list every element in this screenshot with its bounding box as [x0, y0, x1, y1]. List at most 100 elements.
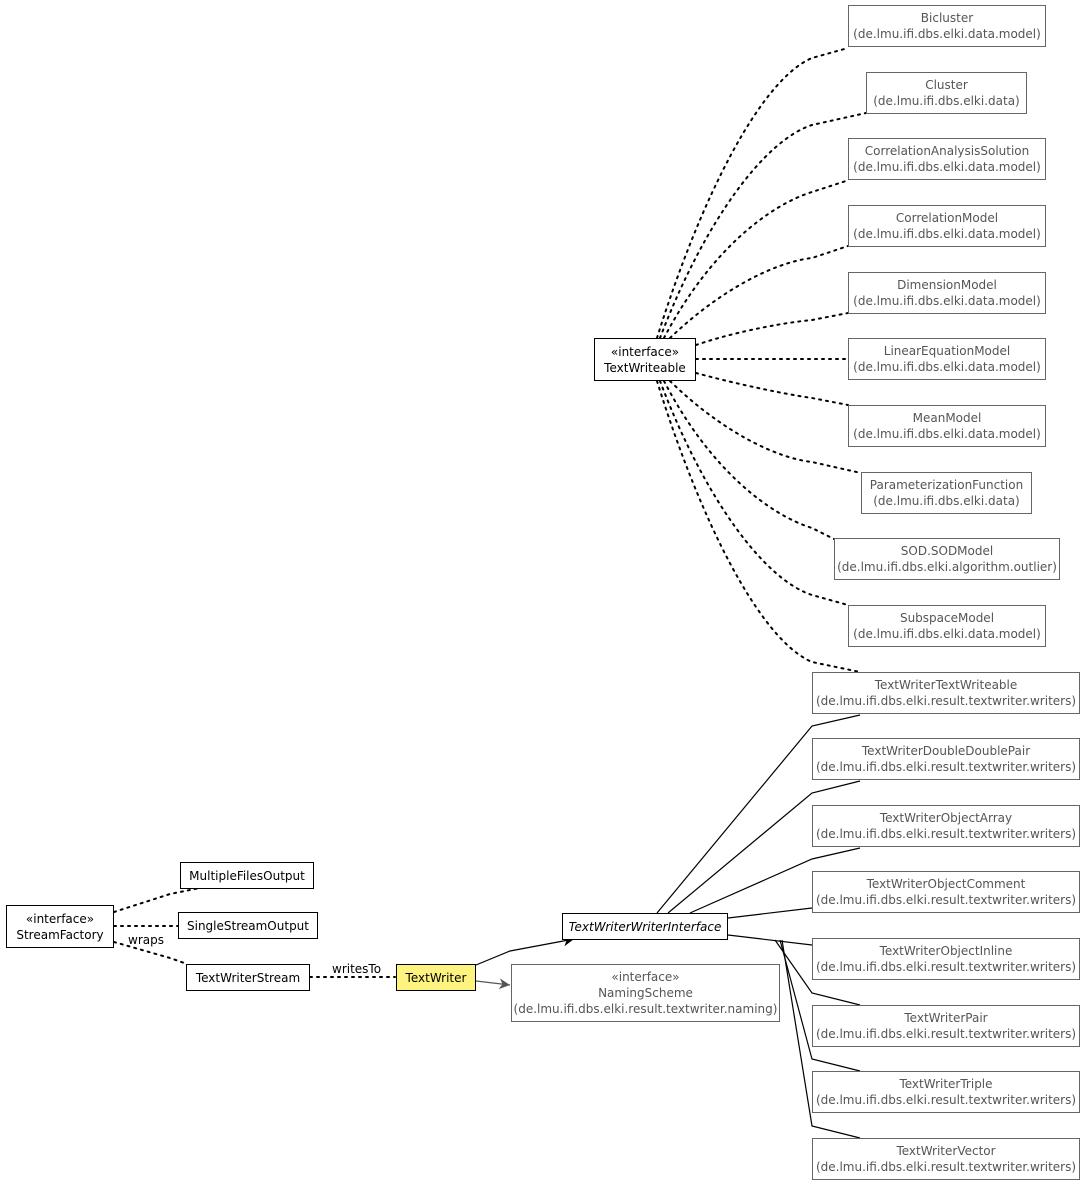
- node-tw-pair[interactable]: TextWriterPair (de.lmu.ifi.dbs.elki.resu…: [812, 1005, 1080, 1047]
- node-package: (de.lmu.ifi.dbs.elki.result.textwriter.w…: [815, 1160, 1077, 1174]
- node-package: (de.lmu.ifi.dbs.elki.result.textwriter.w…: [815, 760, 1077, 774]
- node-name: TextWriterObjectArray: [879, 811, 1013, 825]
- node-name: StreamFactory: [16, 927, 104, 942]
- node-name: TextWriter: [405, 970, 467, 985]
- node-tw-vector[interactable]: TextWriterVector (de.lmu.ifi.dbs.elki.re…: [812, 1138, 1080, 1180]
- node-single-stream-output[interactable]: SingleStreamOutput: [178, 912, 318, 939]
- edge-wraps: [113, 941, 188, 965]
- node-name: SubspaceModel: [899, 611, 995, 625]
- node-name: TextWriterWriterInterface: [568, 919, 722, 934]
- node-stereotype: «interface»: [611, 970, 680, 984]
- node-package: (de.lmu.ifi.dbs.elki.data.model): [853, 627, 1041, 641]
- edge-dimensionmodel-textwriteable: [695, 312, 849, 346]
- node-tw-stream[interactable]: TextWriterStream: [186, 964, 310, 991]
- edge-tw-textwriteable-interface: [656, 714, 861, 914]
- edge-correlationanalysissolution-textwriteable: [663, 179, 850, 339]
- node-parameterization-function[interactable]: ParameterizationFunction (de.lmu.ifi.dbs…: [861, 472, 1032, 514]
- node-package: (de.lmu.ifi.dbs.elki.result.textwriter.w…: [815, 893, 1077, 907]
- edge-tw-objectarray-interface: [689, 847, 861, 914]
- node-package: (de.lmu.ifi.dbs.elki.data.model): [853, 227, 1041, 241]
- node-name: Bicluster: [920, 11, 974, 25]
- node-mean-model[interactable]: MeanModel (de.lmu.ifi.dbs.elki.data.mode…: [848, 405, 1046, 447]
- node-stream-factory[interactable]: «interface» StreamFactory: [6, 905, 114, 948]
- node-name: MultipleFilesOutput: [189, 868, 305, 883]
- node-tw-writer-interface[interactable]: TextWriterWriterInterface: [562, 913, 728, 940]
- node-name: TextWriterPair: [904, 1011, 988, 1025]
- edge-tw-vector-interface: [781, 939, 861, 1139]
- node-name: DimensionModel: [897, 278, 997, 292]
- node-package: (de.lmu.ifi.dbs.elki.result.textwriter.w…: [815, 827, 1077, 841]
- node-name: SOD.SODModel: [900, 544, 994, 558]
- node-name: Cluster: [925, 78, 968, 92]
- node-package: (de.lmu.ifi.dbs.elki.data.model): [853, 27, 1041, 41]
- node-package: (de.lmu.ifi.dbs.elki.data.model): [853, 427, 1041, 441]
- node-name: TextWriterStream: [195, 970, 301, 985]
- node-name: SingleStreamOutput: [187, 918, 309, 933]
- node-naming-scheme[interactable]: «interface» NamingScheme (de.lmu.ifi.dbs…: [511, 964, 780, 1022]
- node-name: TextWriterDoubleDoublePair: [861, 744, 1031, 758]
- node-stereotype: «interface»: [25, 911, 95, 926]
- edge-tw-triple-interface: [779, 939, 861, 1072]
- node-name: TextWriterTriple: [899, 1077, 993, 1091]
- node-correlation-model[interactable]: CorrelationModel (de.lmu.ifi.dbs.elki.da…: [848, 205, 1046, 247]
- node-sod-model[interactable]: SOD.SODModel (de.lmu.ifi.dbs.elki.algori…: [834, 538, 1060, 580]
- node-package: (de.lmu.ifi.dbs.elki.result.textwriter.w…: [815, 694, 1077, 708]
- node-package: (de.lmu.ifi.dbs.elki.data): [873, 94, 1020, 108]
- edge-parameterizationfunction-textwriteable: [669, 380, 862, 474]
- node-bicluster[interactable]: Bicluster (de.lmu.ifi.dbs.elki.data.mode…: [848, 5, 1046, 47]
- edge-textwritertextwriteable-textwriteable: [656, 380, 861, 673]
- node-dimension-model[interactable]: DimensionModel (de.lmu.ifi.dbs.elki.data…: [848, 272, 1046, 314]
- node-package: (de.lmu.ifi.dbs.elki.data.model): [853, 360, 1041, 374]
- node-tw-object-inline[interactable]: TextWriterObjectInline (de.lmu.ifi.dbs.e…: [812, 938, 1080, 980]
- edge-textwriter-namingscheme: [475, 978, 511, 990]
- node-name: TextWriteable: [604, 360, 686, 375]
- node-package: (de.lmu.ifi.dbs.elki.data.model): [853, 294, 1041, 308]
- edge-textwriter-writerinterface: [475, 935, 575, 966]
- node-tw-object-array[interactable]: TextWriterObjectArray (de.lmu.ifi.dbs.el…: [812, 805, 1080, 847]
- node-stereotype: «interface»: [610, 344, 680, 359]
- node-multiple-files-output[interactable]: MultipleFilesOutput: [180, 862, 314, 889]
- node-cluster[interactable]: Cluster (de.lmu.ifi.dbs.elki.data): [866, 72, 1027, 114]
- node-name: NamingScheme: [598, 986, 693, 1000]
- node-subspace-model[interactable]: SubspaceModel (de.lmu.ifi.dbs.elki.data.…: [848, 605, 1046, 647]
- label-wraps: wraps: [128, 933, 164, 947]
- node-name: CorrelationModel: [895, 211, 999, 225]
- edge-tw-objectcomment-interface: [727, 907, 813, 919]
- node-name: ParameterizationFunction: [869, 478, 1024, 492]
- node-name: CorrelationAnalysisSolution: [864, 144, 1030, 158]
- node-name: TextWriterTextWriteable: [874, 678, 1018, 692]
- node-package: (de.lmu.ifi.dbs.elki.data.model): [853, 160, 1041, 174]
- node-package: (de.lmu.ifi.dbs.elki.result.textwriter.w…: [815, 960, 1077, 974]
- edge-streamfactory-multiplefilesoutput: [113, 887, 201, 913]
- node-text-writeable[interactable]: «interface» TextWriteable: [594, 338, 696, 381]
- node-package: (de.lmu.ifi.dbs.elki.result.textwriter.w…: [815, 1093, 1077, 1107]
- edge-tw-doubledoublepair-interface: [667, 780, 861, 914]
- edge-bicluster-textwriteable: [656, 47, 849, 339]
- node-package: (de.lmu.ifi.dbs.elki.result.textwriter.w…: [815, 1027, 1077, 1041]
- node-linear-equation-model[interactable]: LinearEquationModel (de.lmu.ifi.dbs.elki…: [848, 338, 1046, 380]
- node-name: LinearEquationModel: [883, 344, 1011, 358]
- node-tw-object-comment[interactable]: TextWriterObjectComment (de.lmu.ifi.dbs.…: [812, 871, 1080, 913]
- node-text-writer[interactable]: TextWriter: [396, 964, 476, 991]
- edge-sodmodel-textwriteable: [663, 380, 835, 540]
- edge-tw-pair-interface: [774, 939, 861, 1006]
- edge-subspacemodel-textwriteable: [659, 380, 849, 606]
- edge-meanmodel-textwriteable: [695, 372, 849, 406]
- node-package: (de.lmu.ifi.dbs.elki.result.textwriter.n…: [513, 1002, 778, 1016]
- edge-cluster-textwriteable: [659, 112, 867, 339]
- node-name: TextWriterObjectComment: [866, 877, 1026, 891]
- node-tw-double-double-pair[interactable]: TextWriterDoubleDoublePair (de.lmu.ifi.d…: [812, 738, 1080, 780]
- node-tw-triple[interactable]: TextWriterTriple (de.lmu.ifi.dbs.elki.re…: [812, 1071, 1080, 1113]
- node-correlation-analysis-solution[interactable]: CorrelationAnalysisSolution (de.lmu.ifi.…: [848, 138, 1046, 180]
- label-writes-to: writesTo: [332, 962, 382, 976]
- node-package: (de.lmu.ifi.dbs.elki.data): [873, 494, 1020, 508]
- node-name: MeanModel: [912, 411, 982, 425]
- edge-tw-objectinline-interface: [727, 934, 813, 946]
- node-name: TextWriterVector: [896, 1144, 996, 1158]
- node-name: TextWriterObjectInline: [879, 944, 1013, 958]
- edge-correlationmodel-textwriteable: [669, 245, 849, 339]
- node-tw-text-writeable[interactable]: TextWriterTextWriteable (de.lmu.ifi.dbs.…: [812, 672, 1080, 714]
- node-package: (de.lmu.ifi.dbs.elki.algorithm.outlier): [837, 560, 1057, 574]
